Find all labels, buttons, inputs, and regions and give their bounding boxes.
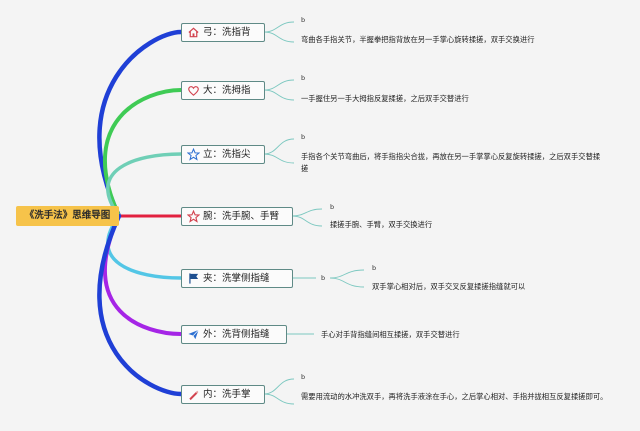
description-6: 手心对手背指缝间相互揉搓，双手交替进行 bbox=[321, 330, 460, 339]
sub-label-7: b bbox=[301, 373, 306, 381]
topic-node-2[interactable]: 大：洗拇指 bbox=[181, 81, 265, 100]
topic-node-4[interactable]: 腕：洗手腕、手臂 bbox=[181, 207, 293, 226]
branch-connector-3 bbox=[106, 152, 183, 218]
topic-node-7[interactable]: 内：洗手掌 bbox=[181, 385, 265, 404]
description-5: 双手掌心相对后，双手交叉反复揉搓指缝就可以 bbox=[372, 282, 526, 291]
topic-node-6[interactable]: 外：洗背侧指缝 bbox=[181, 325, 287, 344]
description-4: 揉搓手腕、手臂，双手交换进行 bbox=[330, 220, 433, 229]
description-3: 手指各个关节弯曲后，将手指指尖合拢，再放在另一手掌掌心反复旋转揉搓，之后双手交替… bbox=[301, 152, 601, 173]
topic-label-7: 内：洗手掌 bbox=[203, 389, 251, 400]
topic-label-2: 大：洗拇指 bbox=[203, 85, 251, 96]
sub-label-4: b bbox=[330, 203, 335, 211]
topic-node-3[interactable]: 立：洗指尖 bbox=[181, 145, 265, 164]
sub-label-2: b bbox=[301, 74, 306, 82]
star-icon bbox=[187, 148, 200, 161]
sub-connector-3 bbox=[263, 138, 295, 164]
sub-connector-7 bbox=[263, 378, 295, 405]
send-icon bbox=[188, 329, 199, 340]
sub-connector-4 bbox=[291, 208, 323, 227]
topic-node-1[interactable]: 弓：洗指背 bbox=[181, 23, 265, 42]
description-1: 弯曲各手指关节，半握拳把指背放在另一手掌心旋转揉搓，双手交换进行 bbox=[301, 35, 535, 44]
sub-label-1: b bbox=[301, 16, 306, 24]
topic-label-1: 弓：洗指背 bbox=[203, 27, 251, 38]
sub-connector-1 bbox=[263, 21, 295, 43]
pen-icon bbox=[189, 390, 199, 401]
topic-node-5[interactable]: 夹：洗掌侧指缝 bbox=[181, 269, 293, 288]
topic-label-5: 夹：洗掌侧指缝 bbox=[203, 273, 270, 284]
branch-connector-1 bbox=[97, 29, 184, 219]
sub-label-5b: b bbox=[372, 264, 377, 272]
sub-label-3: b bbox=[301, 133, 306, 141]
topic-label-6: 外：洗背侧指缝 bbox=[203, 329, 270, 340]
description-2: 一手握住另一手大拇指反复揉搓，之后双手交替进行 bbox=[301, 94, 469, 103]
description-7: 需要用流动的水冲洗双手，再将洗手液涂在手心，之后掌心相对、手指并拢相互反复揉搓即… bbox=[301, 392, 608, 401]
sub-label-5a: b bbox=[321, 274, 326, 282]
sub-connector-5b bbox=[329, 269, 365, 288]
heart-icon bbox=[188, 86, 199, 96]
house-icon bbox=[188, 27, 199, 38]
topic-label-4: 腕：洗手腕、手臂 bbox=[203, 211, 280, 222]
topic-label-3: 立：洗指尖 bbox=[203, 149, 251, 160]
branch-connector-5 bbox=[106, 214, 183, 280]
root-node[interactable]: 《洗手法》思维导图 bbox=[16, 206, 119, 226]
star-outline-icon bbox=[187, 210, 200, 223]
branch-connector-7 bbox=[97, 213, 184, 397]
flag-icon bbox=[189, 273, 199, 284]
root-label: 《洗手法》思维导图 bbox=[24, 210, 111, 221]
sub-connector-2 bbox=[263, 79, 295, 101]
